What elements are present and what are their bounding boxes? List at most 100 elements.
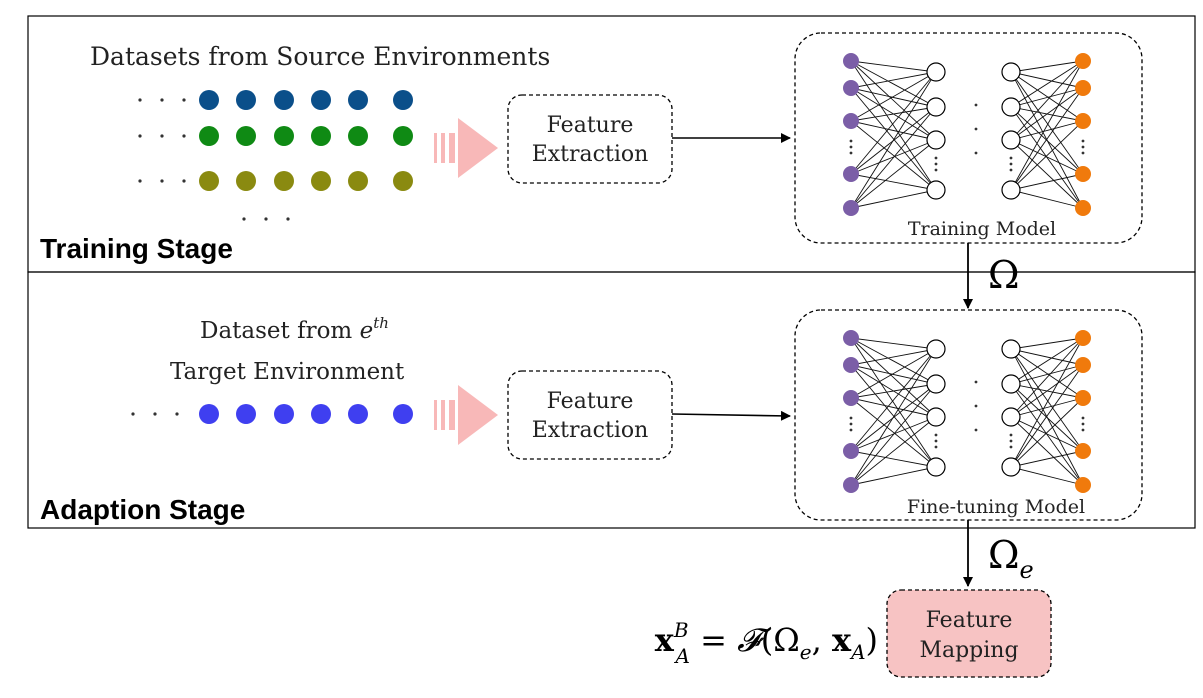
- omega-e-label: Ωe: [988, 533, 1034, 584]
- hidden-node: [926, 339, 946, 359]
- hidden-node: [1001, 339, 1021, 359]
- hidden-ellipsis: [934, 433, 938, 449]
- output-node: [1075, 53, 1091, 69]
- hidden-node: [1001, 97, 1021, 117]
- source-datasets-dots: [138, 90, 413, 221]
- row-ellipsis: [138, 98, 186, 102]
- data-sample-dot: [274, 126, 294, 146]
- data-sample-dot: [348, 90, 368, 110]
- hidden-node: [926, 374, 946, 394]
- finetuning-neural-network: [843, 330, 1091, 493]
- data-sample-dot: [236, 171, 256, 191]
- data-sample-dot: [348, 126, 368, 146]
- input-node: [843, 390, 859, 406]
- row-ellipsis: [138, 179, 186, 183]
- hidden-node: [926, 62, 946, 82]
- output-node: [1075, 80, 1091, 96]
- output-ellipsis: [1081, 416, 1085, 432]
- data-sample-dot: [393, 90, 413, 110]
- output-node: [1075, 357, 1091, 373]
- adaption-feature-extraction-box: Feature Extraction: [507, 370, 673, 460]
- data-sample-dot: [348, 404, 368, 424]
- hidden-node: [926, 130, 946, 150]
- hidden-node: [1001, 130, 1021, 150]
- input-node: [843, 357, 859, 373]
- data-sample-dot: [236, 126, 256, 146]
- data-sample-dot: [311, 171, 331, 191]
- data-sample-dot: [274, 171, 294, 191]
- hidden-node: [926, 97, 946, 117]
- feature-mapping-box: Feature Mapping: [886, 589, 1052, 678]
- layers-ellipsis: [974, 380, 978, 432]
- input-ellipsis: [849, 416, 853, 432]
- hidden-node: [926, 180, 946, 200]
- input-ellipsis: [849, 139, 853, 155]
- output-node: [1075, 390, 1091, 406]
- svg-text:Extraction: Extraction: [532, 142, 649, 167]
- output-ellipsis: [1081, 139, 1085, 155]
- training-model-label: Training Model: [908, 218, 1056, 240]
- svg-text:Feature: Feature: [547, 113, 634, 138]
- output-node: [1075, 166, 1091, 182]
- hidden-ellipsis: [934, 156, 938, 172]
- layers-ellipsis: [974, 103, 978, 155]
- adaption-data-flow-arrow: [434, 385, 498, 445]
- svg-text:Extraction: Extraction: [532, 418, 649, 443]
- hidden-node: [1001, 180, 1021, 200]
- adaption-dataset-title-line2: Target Environment: [170, 359, 405, 385]
- data-sample-dot: [199, 90, 219, 110]
- data-sample-dot: [199, 171, 219, 191]
- row-ellipsis: [138, 134, 186, 138]
- training-data-flow-arrow: [434, 118, 498, 178]
- data-sample-dot: [393, 171, 413, 191]
- svg-text:Feature: Feature: [547, 389, 634, 414]
- data-sample-dot: [393, 126, 413, 146]
- input-node: [843, 166, 859, 182]
- data-sample-dot: [199, 404, 219, 424]
- data-sample-dot: [236, 404, 256, 424]
- data-sample-dot: [274, 404, 294, 424]
- input-node: [843, 330, 859, 346]
- nn-connections: [850, 337, 1084, 486]
- more-rows-ellipsis: [242, 217, 290, 221]
- output-node: [1075, 200, 1091, 216]
- adaption-extraction-to-model-arrow: [671, 410, 791, 421]
- omega-label: Ω: [988, 253, 1020, 297]
- svg-text:Mapping: Mapping: [919, 638, 1018, 663]
- adaption-stage-label: Adaption Stage: [40, 494, 245, 525]
- hidden-node: [1001, 457, 1021, 477]
- output-node: [1075, 113, 1091, 129]
- training-dataset-title: Datasets from Source Environments: [90, 42, 550, 71]
- adaption-dataset-title-line1: Dataset from eth: [200, 314, 389, 344]
- hidden-node: [1001, 62, 1021, 82]
- data-sample-dot: [311, 126, 331, 146]
- training-feature-extraction-box: Feature Extraction: [507, 94, 673, 184]
- data-sample-dot: [393, 404, 413, 424]
- data-sample-dot: [236, 90, 256, 110]
- input-node: [843, 443, 859, 459]
- data-sample-dot: [274, 90, 294, 110]
- data-sample-dot: [199, 126, 219, 146]
- finetuning-model-label: Fine-tuning Model: [907, 496, 1085, 518]
- input-node: [843, 53, 859, 69]
- output-node: [1075, 443, 1091, 459]
- input-node: [843, 80, 859, 96]
- hidden-node: [926, 407, 946, 427]
- data-sample-dot: [311, 404, 331, 424]
- data-sample-dot: [311, 90, 331, 110]
- nn-connections: [850, 60, 1084, 209]
- input-node: [843, 113, 859, 129]
- hidden-ellipsis: [1009, 433, 1013, 449]
- output-node: [1075, 330, 1091, 346]
- hidden-node: [1001, 407, 1021, 427]
- training-stage-label: Training Stage: [40, 233, 233, 264]
- target-dataset-dots: [131, 404, 413, 424]
- adaption-stage-frame: [27, 271, 1196, 529]
- input-node: [843, 200, 859, 216]
- row-ellipsis: [131, 412, 179, 416]
- training-neural-network: [843, 53, 1091, 216]
- hidden-node: [1001, 374, 1021, 394]
- hidden-node: [926, 457, 946, 477]
